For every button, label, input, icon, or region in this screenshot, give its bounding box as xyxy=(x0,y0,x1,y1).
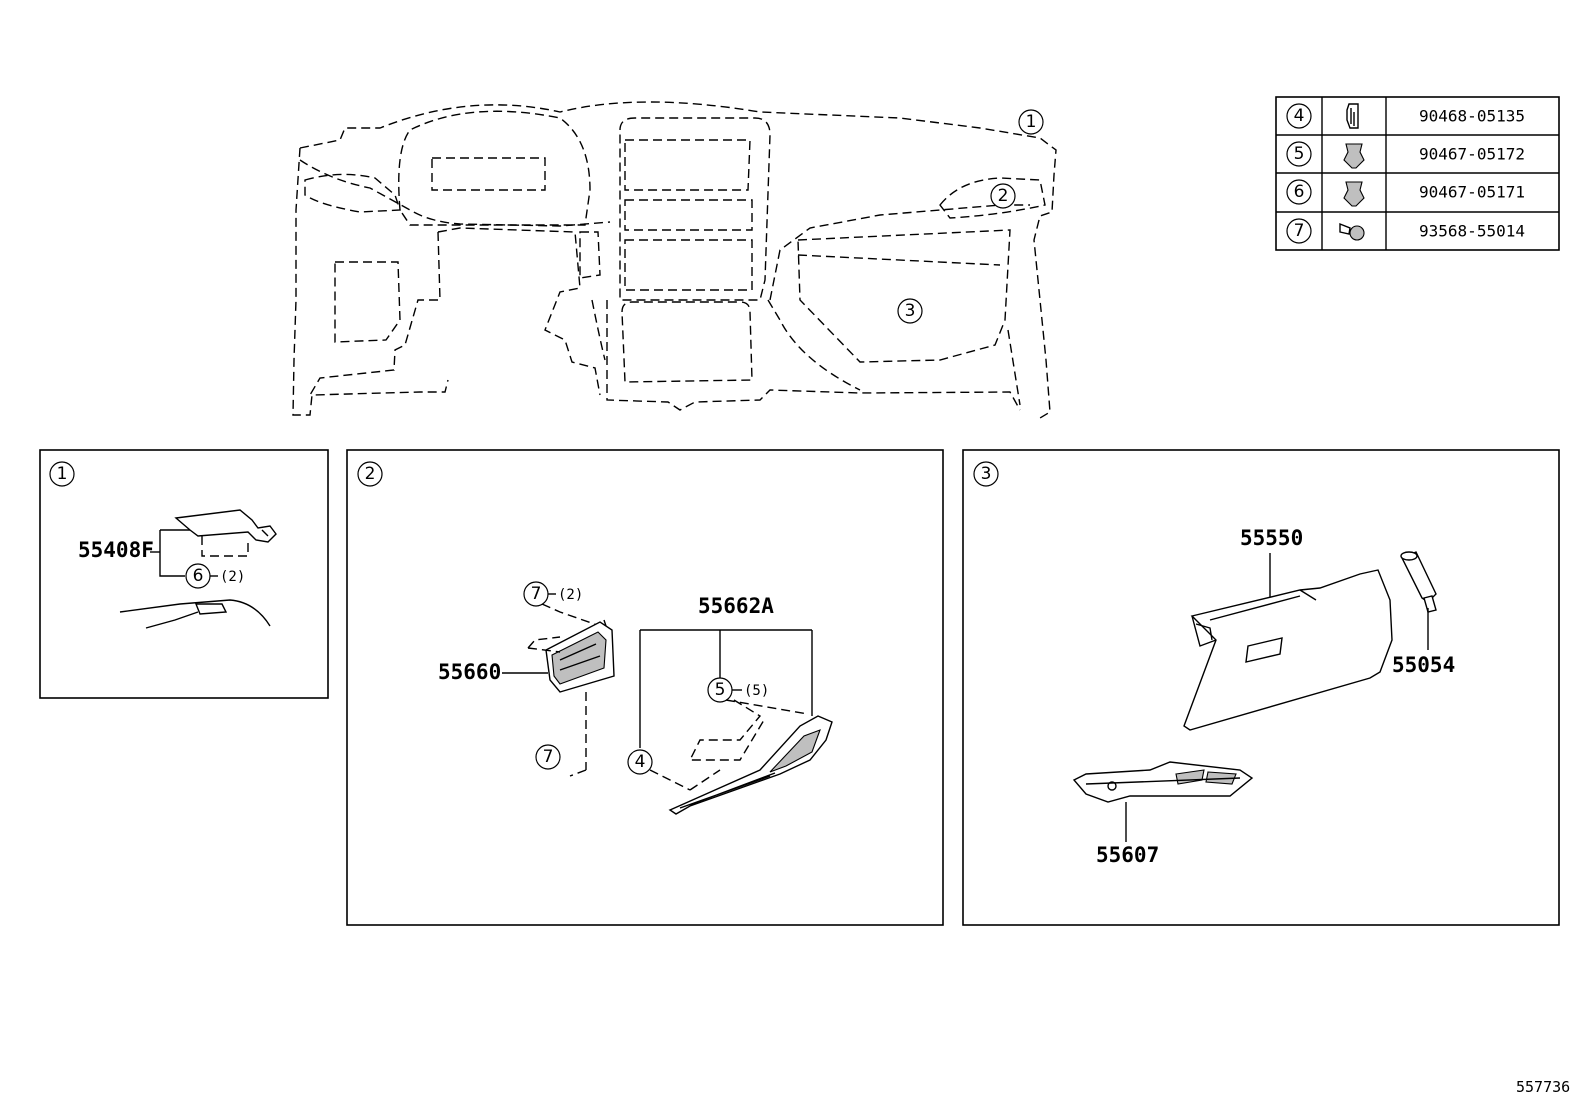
screw-icon xyxy=(1339,222,1365,241)
clip-icon xyxy=(1346,103,1359,129)
panel-1-number: 1 xyxy=(57,464,68,484)
fastener-ref-5: 5 xyxy=(1294,144,1305,164)
fastener-ref-6: 6 xyxy=(1294,182,1305,202)
screw-callout-7-bottom xyxy=(535,744,561,770)
part-label-55607: 55607 xyxy=(1096,843,1159,867)
glove-box-lining-55607 xyxy=(1072,761,1254,803)
part-label-55550: 55550 xyxy=(1240,526,1303,550)
fastener-row-5: 5 90467-05172 xyxy=(1286,141,1525,169)
screw-callout-7-bottom-number: 7 xyxy=(543,747,554,767)
panel-3-callout xyxy=(973,461,999,487)
clip-callout-5-number: 5 xyxy=(715,680,726,700)
clip-callout-6-number: 6 xyxy=(193,566,204,586)
fastener-part-no-7: 93568-55014 xyxy=(1419,222,1525,241)
fastener-ref-4: 4 xyxy=(1294,106,1305,126)
overview-callout-1 xyxy=(1018,109,1044,135)
screw-top-qty: (2) xyxy=(558,587,583,603)
fastener-table: 4 90468-05135 5 90467-05172 6 90467-0517… xyxy=(1275,96,1560,251)
overview-callout-1-number: 1 xyxy=(1026,112,1037,132)
part-label-55662a: 55662A xyxy=(698,594,774,618)
diagram-id: 557736 xyxy=(1516,1078,1570,1096)
detail-panel-2: 2 7 (2) 55660 7 55662A 5 (5) 4 xyxy=(346,449,944,926)
panel-2-callout xyxy=(357,461,383,487)
damper-55054 xyxy=(1400,551,1437,650)
dashboard-overview: 1 2 3 xyxy=(292,101,1057,419)
part-label-55408f: 55408F xyxy=(78,538,154,562)
detail-panel-3: 3 55550 55054 55607 xyxy=(962,449,1560,926)
clip-icon xyxy=(1343,143,1365,169)
clip5-qty: (5) xyxy=(744,683,769,699)
lower-trim-panel-55662a xyxy=(668,715,833,815)
fastener-row-4: 4 90468-05135 xyxy=(1286,103,1525,129)
overview-callout-3-number: 3 xyxy=(905,301,916,321)
bracket-part-55660 xyxy=(545,621,615,693)
glove-box-55550 xyxy=(1183,569,1393,731)
fastener-row-6: 6 90467-05171 xyxy=(1286,179,1525,207)
panel-1-callout xyxy=(49,461,75,487)
fastener-row-7: 7 93568-55014 xyxy=(1286,218,1525,244)
clip-callout-4-number: 4 xyxy=(635,752,646,772)
fastener-part-no-4: 90468-05135 xyxy=(1419,107,1525,126)
part-label-55660: 55660 xyxy=(438,660,501,684)
overview-callout-2 xyxy=(990,183,1016,209)
clip-icon xyxy=(1343,181,1365,207)
overview-callout-3 xyxy=(897,298,923,324)
fastener-part-no-6: 90467-05171 xyxy=(1419,183,1525,202)
detail-panel-1: 1 55408F 6 (2) xyxy=(39,449,329,699)
screw-callout-7-top-number: 7 xyxy=(531,584,542,604)
overview-callout-2-number: 2 xyxy=(998,186,1009,206)
panel-2-number: 2 xyxy=(365,464,376,484)
part-label-55054: 55054 xyxy=(1392,653,1455,677)
clip-callout-4 xyxy=(627,749,653,775)
fastener-ref-7: 7 xyxy=(1294,221,1305,241)
panel-3-number: 3 xyxy=(981,464,992,484)
fastener-part-no-5: 90467-05172 xyxy=(1419,145,1525,164)
bracket-part-55408f xyxy=(174,509,277,543)
clip-qty: (2) xyxy=(220,569,245,585)
